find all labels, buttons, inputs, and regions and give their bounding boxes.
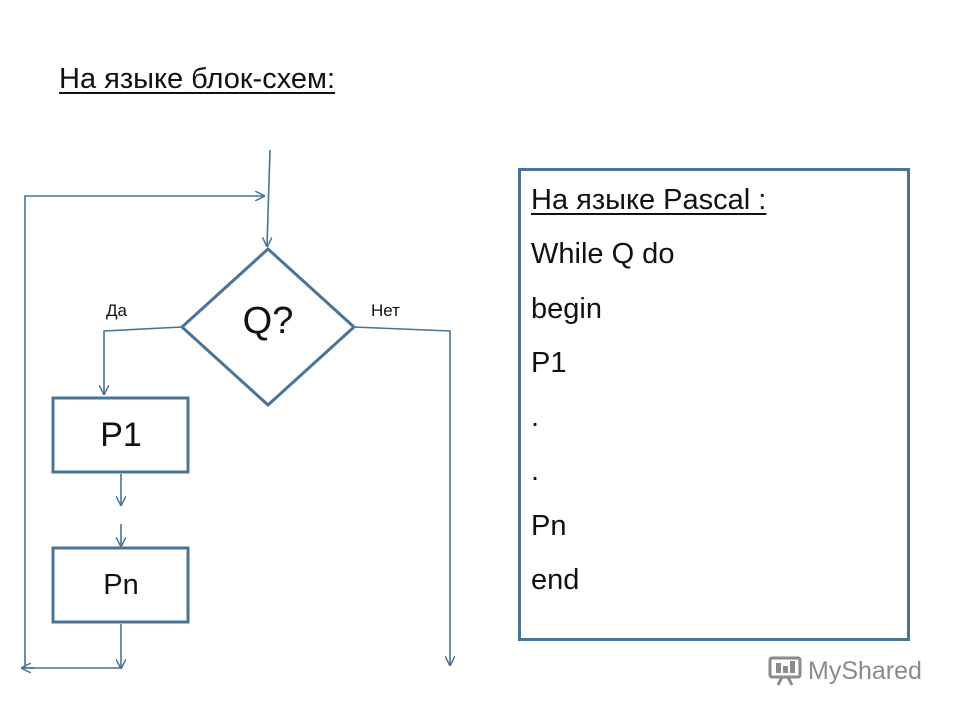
code-line: While Q do [531, 238, 675, 271]
process-label-pn: Pn [103, 569, 139, 601]
loop-back-arrow [24, 196, 264, 669]
pascal-heading: На языке Pascal : [531, 184, 767, 216]
process-box-pn [51, 546, 190, 624]
code-line: . [531, 455, 540, 488]
presentation-board-icon [768, 656, 802, 686]
condition-diamond [179, 246, 357, 408]
code-line: end [531, 564, 580, 597]
code-line: begin [531, 292, 602, 325]
yes-branch-arrow [104, 326, 183, 394]
process-box-p1 [51, 396, 190, 474]
code-line: . [531, 401, 540, 434]
watermark: MyShared [768, 656, 922, 686]
code-line: P1 [531, 346, 567, 379]
condition-label: Q? [242, 300, 294, 342]
code-line: Pn [531, 509, 567, 542]
yes-label: Да [106, 301, 127, 320]
process-label-p1: P1 [100, 416, 142, 454]
pascal-code-panel: На языке Pascal : While Q do begin P1 . … [518, 168, 910, 641]
watermark-text: MyShared [808, 656, 922, 685]
no-label: Нет [371, 301, 400, 320]
slide-title: На языке блок-схем: [59, 63, 335, 95]
no-branch-arrow [353, 326, 450, 665]
entry-arrow [267, 149, 270, 246]
